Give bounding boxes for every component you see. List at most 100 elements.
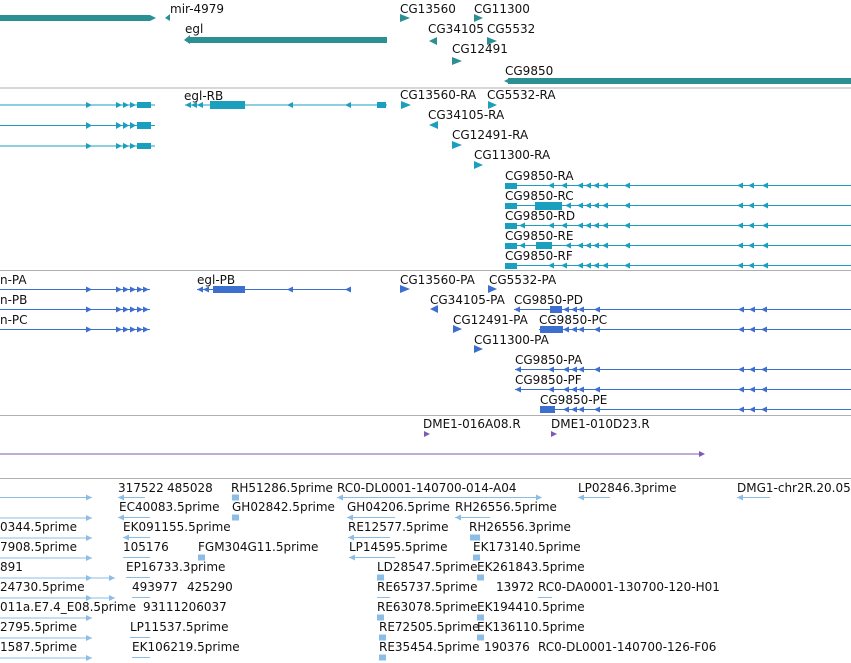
- probe-marker[interactable]: [424, 431, 430, 437]
- gene-feature[interactable]: [452, 57, 462, 65]
- est-label: EK261843.5prime: [477, 560, 585, 574]
- exon-block[interactable]: [505, 183, 517, 189]
- exon-block[interactable]: [536, 242, 552, 249]
- est-label: RC0-DL0001-140700-014-A04: [337, 481, 516, 495]
- exon-block[interactable]: [505, 243, 517, 249]
- est-label: 0344.5prime: [0, 520, 77, 534]
- est-label: 317522: [118, 481, 164, 495]
- gene-feature[interactable]: [0, 15, 150, 21]
- exon-arrow[interactable]: [86, 143, 92, 149]
- est-label: GH04206.5prime: [347, 500, 450, 514]
- transcript-track: egl-RB CG13560-RA CG5532-RA CG34105-RA C…: [0, 88, 851, 269]
- est-label: 105176: [123, 540, 169, 554]
- exon-arrow[interactable]: [130, 102, 136, 108]
- est-label: LP14595.5prime: [349, 540, 448, 554]
- gene-label: CG5532: [487, 22, 535, 36]
- gene-feature[interactable]: [150, 15, 156, 21]
- transcript-label: CG12491-RA: [452, 128, 529, 142]
- protein-label: CG9850-PE: [540, 393, 607, 407]
- protein-label: CG13560-PA: [400, 273, 476, 287]
- gene-label: CG34105: [428, 22, 484, 36]
- exon-arrow[interactable]: [197, 102, 203, 108]
- est-label: 493977: [132, 580, 178, 594]
- exon-arrow[interactable]: [429, 121, 438, 129]
- transcript-label: CG9850-RE: [505, 229, 573, 243]
- exon-arrow[interactable]: [86, 122, 92, 129]
- protein-label: n-PA: [0, 273, 27, 287]
- protein-label: egl-PB: [197, 273, 235, 287]
- exon-arrow[interactable]: [123, 143, 129, 149]
- exon-arrow[interactable]: [123, 102, 129, 108]
- exon-arrow[interactable]: [191, 102, 197, 108]
- est-track: 317522 485028 RH51286.5prime RC0-DL0001-…: [0, 481, 851, 661]
- exon-arrow[interactable]: [185, 102, 191, 108]
- est-label: FGM304G11.5prime: [198, 540, 318, 554]
- exon-block[interactable]: [137, 102, 151, 108]
- exon-arrow[interactable]: [287, 102, 293, 108]
- gene-label: CG11300: [474, 2, 530, 16]
- est-label: 24730.5prime: [0, 580, 85, 594]
- est-label: 190376: [484, 640, 530, 654]
- cg9850-transcripts: CG9850-RA CG9850-RC CG9850-RD: [505, 169, 851, 269]
- est-label: LP02846.3prime: [578, 481, 677, 495]
- gene-label: egl: [185, 22, 203, 36]
- exon-arrow[interactable]: [116, 102, 122, 108]
- exon-arrow[interactable]: [86, 102, 92, 108]
- exon-block[interactable]: [137, 122, 151, 129]
- exon-arrow[interactable]: [474, 161, 483, 169]
- gene-label: CG9850: [505, 64, 553, 78]
- est-label: DMG1-chr2R.20.05: [737, 481, 851, 495]
- exon-block[interactable]: [210, 101, 245, 109]
- protein-label: CG9850-PC: [539, 313, 607, 327]
- probe-track: DME1-016A08.R DME1-010D23.R: [0, 417, 705, 457]
- gene-feature[interactable]: [429, 37, 437, 45]
- protein-label: CG12491-PA: [453, 313, 529, 327]
- est-label: 13972: [496, 580, 534, 594]
- est-label: RH26556.3prime: [469, 520, 571, 534]
- est-label: RE63078.5prime: [377, 600, 478, 614]
- est-label: EP16733.3prime: [126, 560, 225, 574]
- protein-label: n-PB: [0, 293, 27, 307]
- transcript-label: egl-RB: [184, 89, 223, 103]
- est-label: 93111: [143, 600, 181, 614]
- gene-feature[interactable]: [400, 14, 410, 22]
- exon-arrow[interactable]: [130, 143, 136, 149]
- est-label: EK194410.5prime: [477, 600, 585, 614]
- protein-track: n-PA n-PB n-PC egl-PB CG13560-PA CG5532-…: [0, 273, 851, 413]
- gene-feature[interactable]: [487, 37, 497, 45]
- gene-feature[interactable]: [508, 78, 851, 84]
- protein-label: CG9850-PF: [515, 373, 582, 387]
- gene-feature[interactable]: [165, 14, 170, 21]
- gene-label: mir-4979: [170, 2, 224, 16]
- exon-block[interactable]: [377, 102, 386, 108]
- est-label: 206037: [181, 600, 227, 614]
- est-label: 2795.5prime: [0, 620, 77, 634]
- probe-label: DME1-016A08.R: [423, 417, 521, 431]
- exon-arrow[interactable]: [130, 122, 136, 129]
- protein-label: CG9850-PA: [515, 353, 583, 367]
- protein-label: CG5532-PA: [489, 273, 557, 287]
- exon-block[interactable]: [505, 263, 517, 269]
- est-label: GH02842.5prime: [232, 500, 335, 514]
- transcript-label: CG9850-RF: [505, 249, 573, 263]
- transcript-label: CG34105-RA: [428, 108, 505, 122]
- exon-block[interactable]: [505, 203, 517, 209]
- est-label: EC40083.5prime: [119, 500, 220, 514]
- probe-marker[interactable]: [551, 431, 557, 437]
- gene-feature[interactable]: [474, 14, 483, 22]
- exon-arrow[interactable]: [116, 143, 122, 149]
- exon-block[interactable]: [213, 286, 245, 293]
- est-label: RE65737.5prime: [377, 580, 478, 594]
- est-label: RC0-DL0001-140700-126-F06: [538, 640, 716, 654]
- exon-arrow[interactable]: [345, 102, 351, 108]
- exon-arrow[interactable]: [123, 122, 129, 129]
- exon-arrow[interactable]: [116, 122, 122, 129]
- exon-block[interactable]: [137, 143, 151, 149]
- exon-arrow[interactable]: [401, 101, 411, 109]
- gene-track: mir-4979 egl CG13560 CG11300 CG34105 CG5…: [0, 2, 851, 84]
- exon-arrow[interactable]: [452, 141, 462, 149]
- exon-arrow[interactable]: [488, 101, 497, 109]
- gene-feature[interactable]: [188, 37, 387, 43]
- exon-block[interactable]: [535, 202, 562, 210]
- exon-block[interactable]: [505, 223, 517, 229]
